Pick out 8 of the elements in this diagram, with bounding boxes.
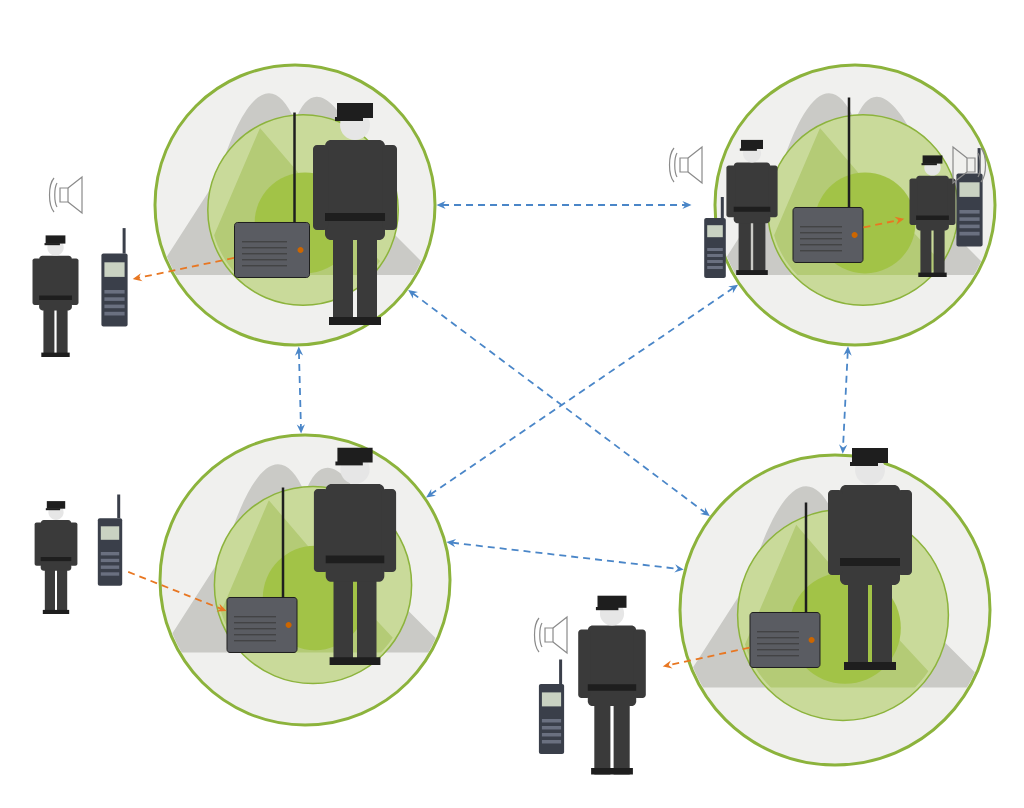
officer-with-radio-drawing [32,228,128,357]
repeater-picture [749,502,821,668]
repeater-picture [226,487,298,653]
officer-with-radio-drawing [538,595,646,775]
repeater-picture [792,97,864,263]
repeater-picture [234,112,310,278]
officer-with-radio-drawing [909,148,983,277]
officer-with-radio-drawing [34,494,123,614]
